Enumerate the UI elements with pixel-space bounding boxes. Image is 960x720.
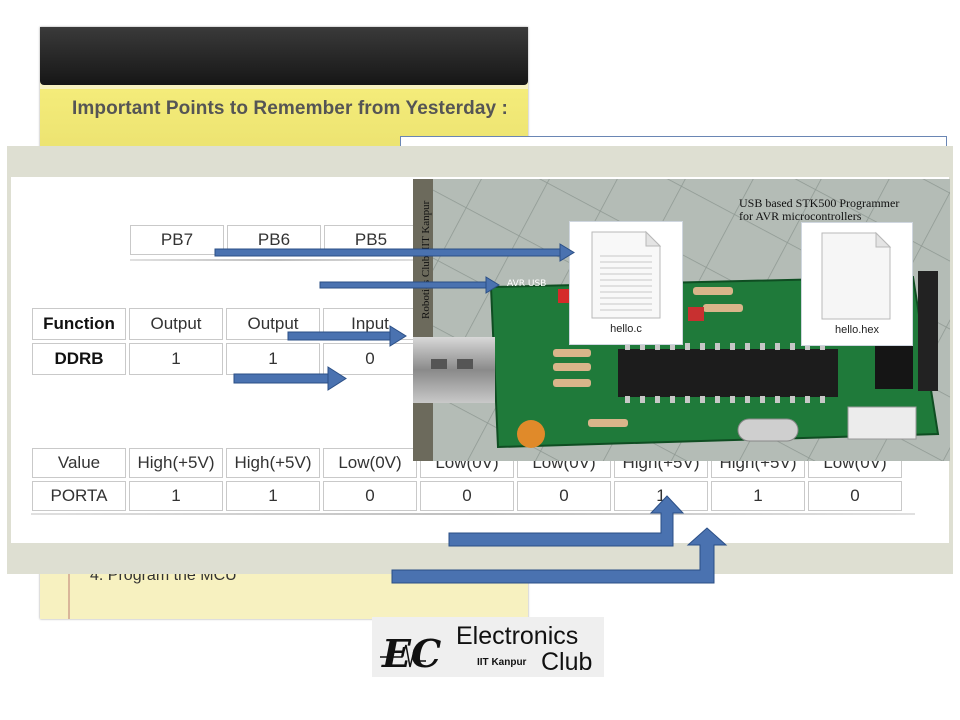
table-cell: 1 <box>226 343 320 375</box>
text-file-icon <box>591 230 662 319</box>
photo-caption-2: for AVR microcontrollers <box>739 209 862 223</box>
arrow-to-hello-c <box>214 243 575 262</box>
slide-title: Important Points to Remember from Yester… <box>72 98 508 119</box>
photo-vertical-text: Robotics Club, IIT Kanpur <box>420 200 432 319</box>
table-cell: High(+5V) <box>129 448 223 478</box>
table-cell: 1 <box>614 481 708 511</box>
logo-line1: Electronics <box>456 622 579 650</box>
photo-caption-1: USB based STK500 Programmer <box>739 196 899 210</box>
logo-sub: IIT Kanpur <box>477 657 527 668</box>
table-row: PORTA 1 1 0 0 0 1 1 0 <box>32 481 902 511</box>
table-header-cell: DDRB <box>32 343 126 375</box>
file-label-hello-hex: hello.hex <box>834 324 880 336</box>
table-shadow <box>31 513 915 515</box>
ec-logo-mark: EC <box>380 631 441 676</box>
blank-file-icon <box>821 231 892 320</box>
usb-plug <box>413 337 495 403</box>
svg-text:AVR USB: AVR USB <box>507 279 546 289</box>
svg-text:EC: EC <box>381 631 441 676</box>
table-row: DDRB 1 1 0 <box>32 343 417 375</box>
table-cell: Low(0V) <box>323 448 417 478</box>
table-header-cell: Function <box>32 308 126 340</box>
table-cell: 0 <box>808 481 902 511</box>
table-cell: 0 <box>323 343 417 375</box>
file-tile-hello-hex[interactable]: hello.hex <box>801 222 913 346</box>
arrow-elbow-porta-2 <box>391 527 728 584</box>
arrow-elbow-porta-1 <box>448 495 685 547</box>
arrow-ddrb-value <box>233 366 347 391</box>
table-cell: 1 <box>129 481 223 511</box>
table-cell: 0 <box>420 481 514 511</box>
table-cell: 0 <box>323 481 417 511</box>
table-cell: 1 <box>711 481 805 511</box>
table-cell: Output <box>226 308 320 340</box>
file-label-hello-c: hello.c <box>610 323 642 335</box>
file-tile-hello-c[interactable]: hello.c <box>569 221 683 345</box>
table-cell: Value <box>32 448 126 478</box>
table-cell: High(+5V) <box>226 448 320 478</box>
slide-top-bar <box>40 27 528 85</box>
logo-line2: Club <box>541 648 593 676</box>
table-shadow <box>130 259 420 261</box>
table-cell: 0 <box>517 481 611 511</box>
table-cell: 1 <box>129 343 223 375</box>
table-cell: 1 <box>226 481 320 511</box>
table-cell: PORTA <box>32 481 126 511</box>
arrow-ddrb-function <box>287 325 407 347</box>
table-cell: Output <box>129 308 223 340</box>
arrow-to-board <box>319 276 500 294</box>
electronics-club-logo: EC Electronics Club IIT Kanpur <box>372 617 604 677</box>
table-cell: PB7 <box>130 225 224 255</box>
